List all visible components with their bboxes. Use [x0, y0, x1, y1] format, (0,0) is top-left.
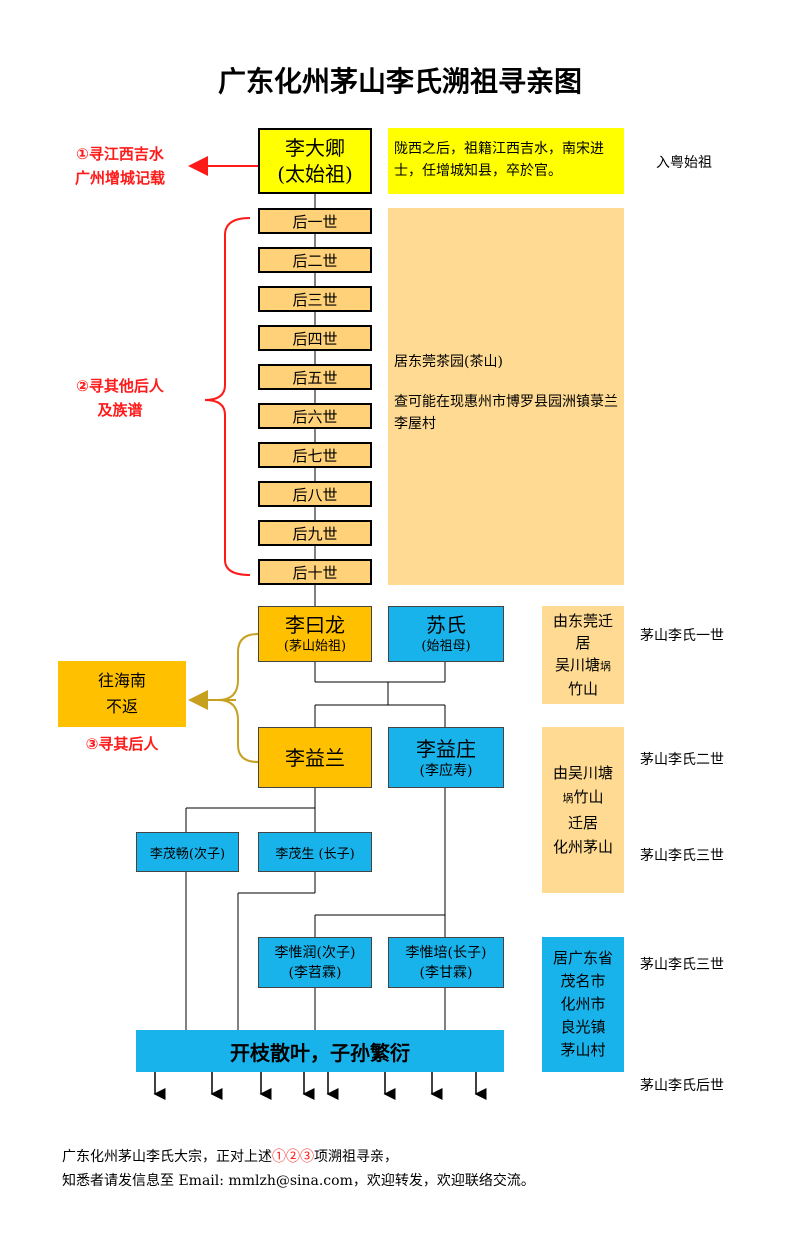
- footer-line2: 知悉者请发信息至 Email: mmlzh@sina.com，欢迎转发，欢迎联络…: [62, 1173, 535, 1189]
- generation-box: 后八世: [258, 481, 372, 507]
- generation-note-line1: 居东莞茶园(茶山): [394, 354, 503, 370]
- gen3-b-box: 李茂生 (长子): [258, 832, 372, 872]
- gen3b-c-box: 李惟润(次子) (李苕霖): [258, 937, 372, 988]
- descendants-label: 开枝散叶，子孙繁衍: [230, 1040, 410, 1065]
- gen1-side-label: 茅山李氏一世: [640, 628, 724, 644]
- generation-box: 后十世: [258, 559, 372, 585]
- gen3b-c-sub: (李苕霖): [288, 964, 342, 981]
- hainan-box: 往海南 不返: [58, 661, 186, 727]
- generation-label: 后十世: [292, 563, 338, 582]
- gen3-b-name: 李茂生 (长子): [275, 846, 355, 862]
- gen3b-d-sub: (李甘霖): [419, 964, 473, 981]
- gen2-son1-box: 李益兰: [258, 727, 372, 788]
- generation-label: 后七世: [292, 446, 338, 465]
- gen3-side-label: 茅山李氏三世: [640, 848, 724, 864]
- gen2-son2-box: 李益庄 (李应寿): [388, 727, 504, 788]
- gen1-note-small: 埚: [600, 660, 611, 673]
- generation-label: 后五世: [292, 368, 338, 387]
- hainan-line1: 往海南: [97, 671, 146, 690]
- gen1-note-line: 吴川塘: [554, 656, 600, 674]
- gen1-husband-sub: (茅山始祖): [283, 639, 347, 654]
- ancestor-subtitle: (太始祖): [277, 162, 353, 186]
- gen2-son1-name: 李益兰: [285, 745, 345, 770]
- gen1-wife-sub: (始祖母): [421, 639, 471, 654]
- gen1-note: 由东莞迁 居 吴川塘埚 竹山: [542, 606, 624, 704]
- gen2-note-line: 化州茅山: [552, 838, 613, 856]
- generation-box: 后九世: [258, 520, 372, 546]
- gen2-note-line: 由吴川塘: [552, 764, 613, 782]
- generation-label: 后二世: [292, 251, 338, 270]
- footer: 广东化州茅山李氏大宗，正对上述①②③项溯祖寻亲， 知悉者请发信息至 Email:…: [62, 1145, 535, 1193]
- generation-note: 居东莞茶园(茶山) 查可能在现惠州市博罗县园洲镇菉兰李屋村: [388, 208, 624, 585]
- ancestor-side-label: 入粤始祖: [656, 155, 712, 171]
- generation-box: 后三世: [258, 286, 372, 312]
- generation-label: 后四世: [292, 329, 338, 348]
- gen2-note-small: 埚: [562, 792, 574, 805]
- gen1-husband-name: 李曰龙: [285, 613, 345, 637]
- footer-line1-markers: ①②③: [272, 1149, 314, 1165]
- ancestor-note: 陇西之后，祖籍江西吉水，南宋进士，任增城知县，卒於官。: [388, 128, 624, 194]
- gen2-note-line: 竹山: [573, 788, 604, 806]
- search-note-1-line1: ①寻江西吉水: [76, 145, 164, 163]
- gen3b-d-name: 李惟培(长子): [405, 944, 487, 961]
- search-note-2-line2: 及族谱: [97, 401, 143, 419]
- gen3b-note-line: 化州市: [560, 995, 606, 1013]
- generation-box: 后二世: [258, 247, 372, 273]
- footer-line1-a: 广东化州茅山李氏大宗，正对上述: [62, 1149, 272, 1165]
- gen1-husband-box: 李曰龙 (茅山始祖): [258, 606, 372, 662]
- generation-box: 后六世: [258, 403, 372, 429]
- gen1-note-line: 由东莞迁: [552, 612, 613, 630]
- gen3b-c-name: 李惟润(次子): [274, 944, 356, 961]
- gen3-a-name: 李茂畅(次子): [149, 846, 226, 862]
- gen3b-note-line: 茅山村: [560, 1041, 606, 1059]
- generation-label: 后一世: [292, 212, 338, 231]
- hainan-line2: 不返: [105, 697, 138, 716]
- generation-box: 后五世: [258, 364, 372, 390]
- ancestor-note-text: 陇西之后，祖籍江西吉水，南宋进士，任增城知县，卒於官。: [394, 141, 604, 179]
- gen3b-note-line: 良光镇: [560, 1018, 606, 1036]
- footer-line1: 广东化州茅山李氏大宗，正对上述①②③项溯祖寻亲，: [62, 1145, 535, 1169]
- descendants-side-label: 茅山李氏后世: [640, 1078, 724, 1094]
- gen1-wife-name: 苏氏: [426, 613, 466, 637]
- gen2-note-line: 迁居: [567, 814, 598, 832]
- search-note-1-line2: 广州增城记载: [74, 169, 165, 187]
- generation-label: 后九世: [292, 524, 338, 543]
- gen2-son2-sub: (李应寿): [419, 762, 473, 779]
- gen2-note: 由吴川塘 埚竹山 迁居 化州茅山: [542, 727, 624, 893]
- gen3b-side-label: 茅山李氏三世: [640, 957, 724, 973]
- gen2-side-label: 茅山李氏二世: [640, 752, 724, 768]
- gen3b-note-line: 居广东省: [552, 949, 613, 967]
- ancestor-name: 李大卿: [285, 136, 345, 160]
- generation-note-line2: 查可能在现惠州市博罗县园洲镇菉兰李屋村: [394, 394, 618, 432]
- generation-label: 后八世: [292, 485, 338, 504]
- generation-label: 后三世: [292, 290, 338, 309]
- generation-box: 后七世: [258, 442, 372, 468]
- footer-line1-c: 项溯祖寻亲，: [314, 1149, 398, 1165]
- page-title: 广东化州茅山李氏溯祖寻亲图: [217, 65, 582, 98]
- search-note-1: ①寻江西吉水 广州增城记载: [55, 142, 185, 190]
- search-note-2-line1: ②寻其他后人: [76, 377, 164, 395]
- generation-box: 后四世: [258, 325, 372, 351]
- gen3b-d-box: 李惟培(长子) (李甘霖): [388, 937, 504, 988]
- gen2-son2-name: 李益庄: [416, 736, 476, 761]
- generation-box: 后一世: [258, 208, 372, 234]
- search-note-3: ③寻其后人: [85, 735, 159, 753]
- gen1-note-line: 竹山: [567, 680, 598, 698]
- descendants-bar: 开枝散叶，子孙繁衍: [136, 1030, 504, 1072]
- search-note-2: ②寻其他后人 及族谱: [55, 374, 185, 422]
- gen3-a-box: 李茂畅(次子): [136, 832, 239, 872]
- gen1-wife-box: 苏氏 (始祖母): [388, 606, 504, 662]
- generation-label: 后六世: [292, 407, 338, 426]
- gen3b-note-line: 茂名市: [560, 972, 606, 990]
- ancestor-box: 李大卿 (太始祖): [258, 128, 372, 194]
- gen1-note-line: 居: [575, 634, 591, 652]
- gen3b-note: 居广东省 茂名市 化州市 良光镇 茅山村: [542, 937, 624, 1072]
